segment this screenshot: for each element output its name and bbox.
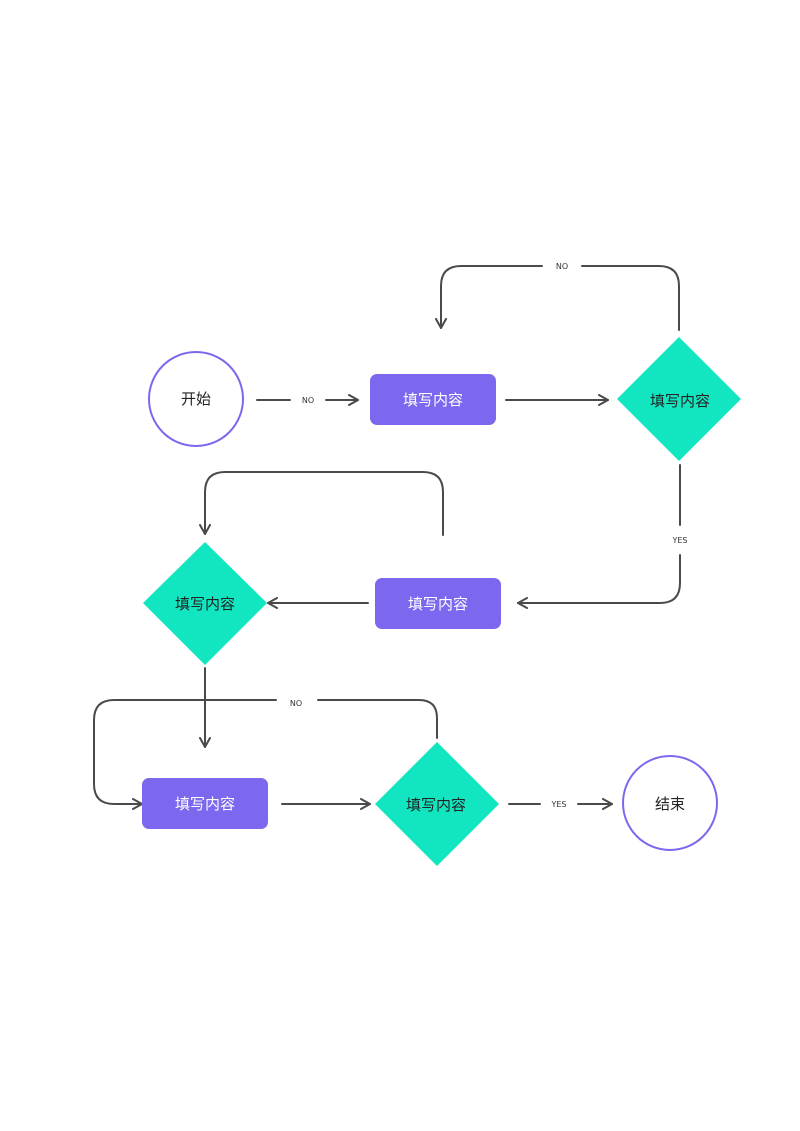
decision-node-3: 填写内容	[375, 742, 499, 866]
start-node: 开始	[148, 351, 244, 447]
edge-label-decision-3-yes: YES	[550, 800, 566, 809]
decision-node-3-label: 填写内容	[406, 796, 466, 814]
edge-decision-1-loop-b	[435, 265, 543, 329]
edge-decision-3-loop-a	[317, 699, 438, 739]
decision-node-1-label: 填写内容	[650, 392, 710, 410]
edge-decision-3-loop-b	[93, 699, 277, 810]
edge-label-decision-3-no: NO	[290, 699, 302, 708]
edge-label-start-no: NO	[302, 396, 314, 405]
decision-node-1: 填写内容	[617, 337, 741, 461]
end-node-label: 结束	[655, 795, 685, 813]
process-node-1: 填写内容	[370, 374, 496, 425]
decision-node-2: 填写内容	[143, 542, 267, 665]
edge-process-2-loop	[199, 471, 444, 536]
edge-label-decision-1-yes: YES	[671, 536, 687, 545]
decision-node-2-label: 填写内容	[175, 595, 235, 613]
edge-label-decision-1-no: NO	[556, 262, 568, 271]
process-node-1-label: 填写内容	[403, 391, 463, 409]
end-node: 结束	[622, 755, 718, 851]
process-node-2-label: 填写内容	[408, 595, 468, 613]
edge-decision-1-loop-a	[581, 265, 680, 331]
process-node-2: 填写内容	[375, 578, 501, 629]
start-node-label: 开始	[181, 390, 211, 408]
process-node-3: 填写内容	[142, 778, 268, 829]
edge-decision-1-down-b	[517, 554, 681, 609]
process-node-3-label: 填写内容	[175, 795, 235, 813]
